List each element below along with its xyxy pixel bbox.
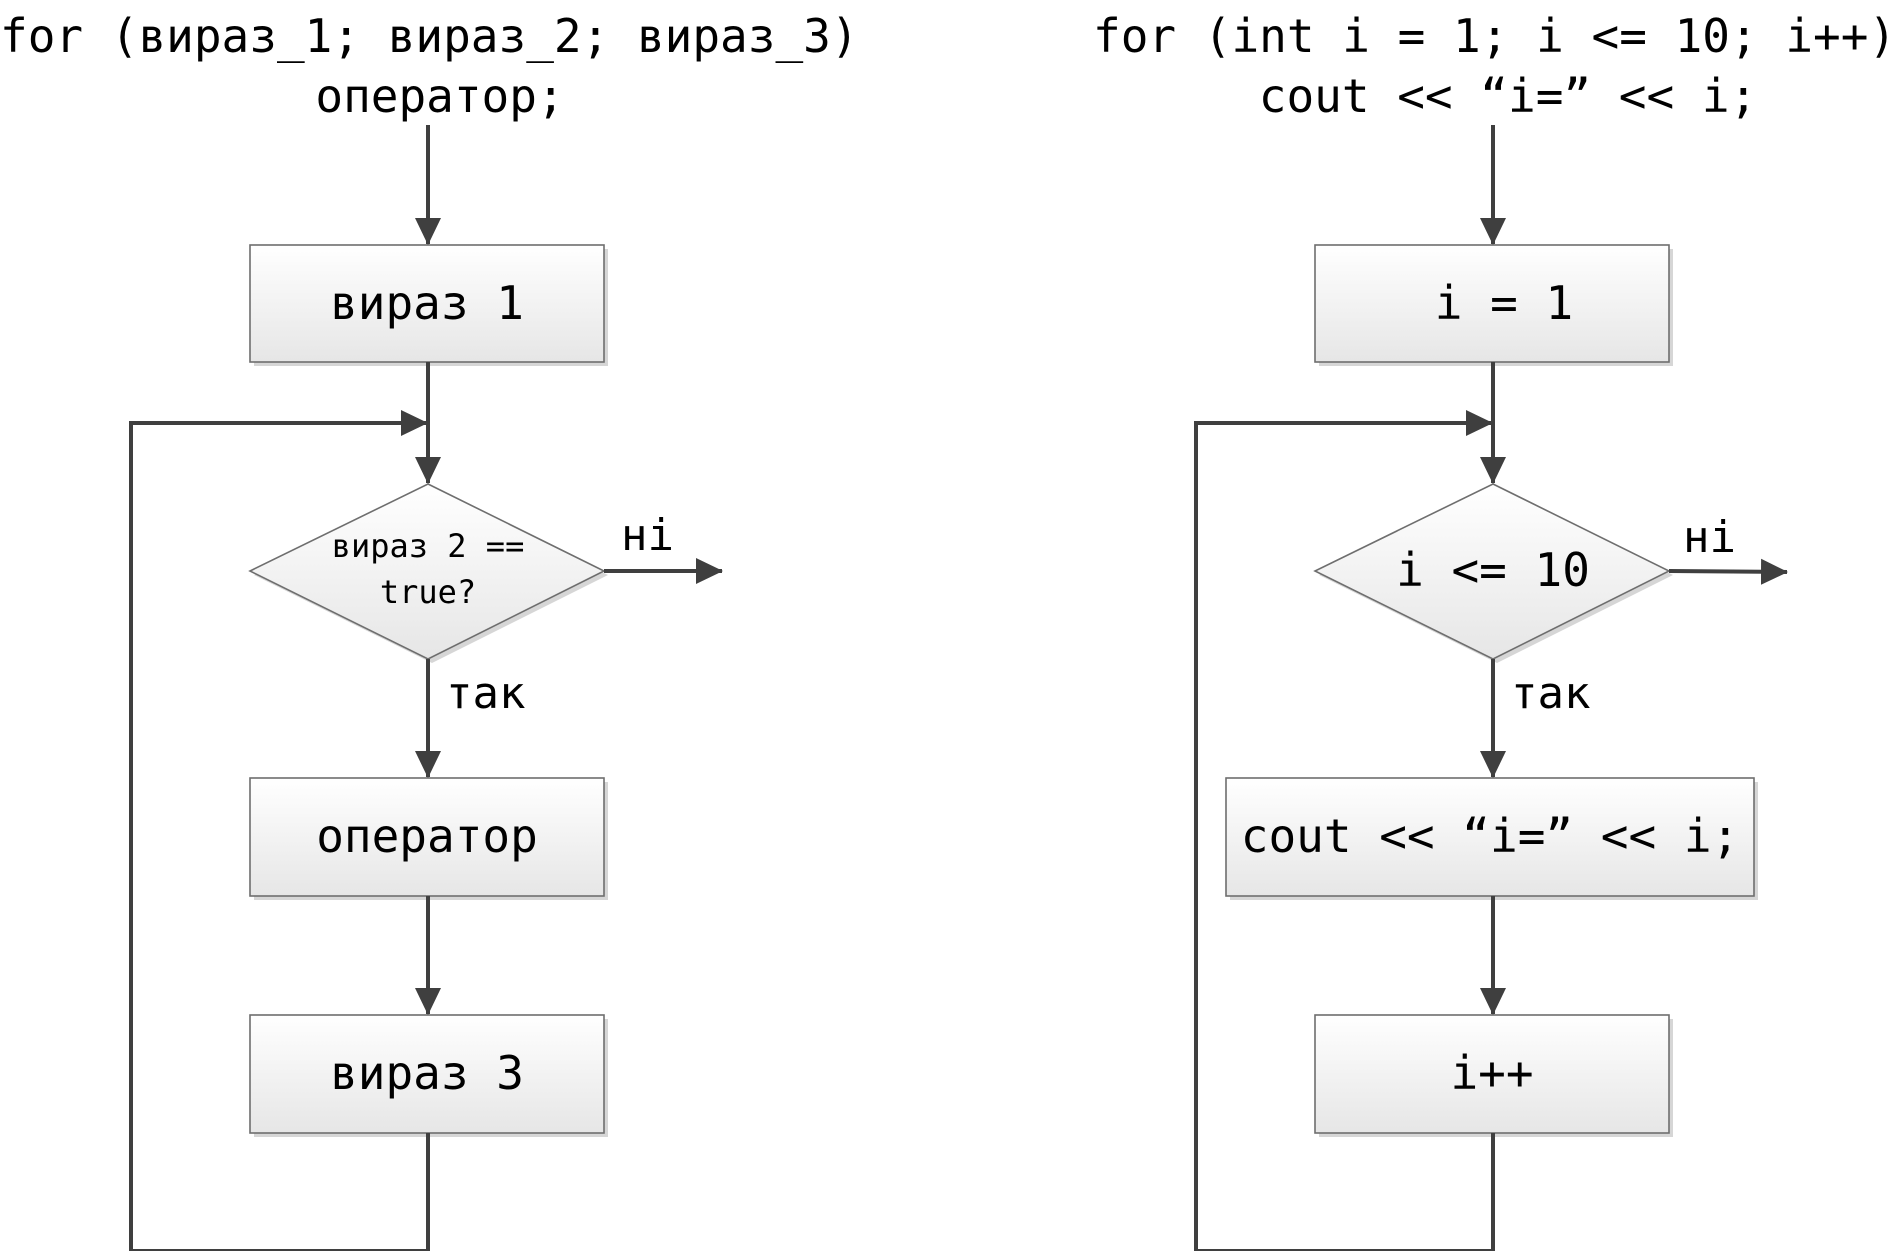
right-yes-label: так bbox=[1511, 668, 1590, 719]
left-update-box: вираз 3 bbox=[249, 1014, 608, 1137]
right-condition-label: i <= 10 bbox=[1396, 543, 1590, 597]
left-init-box: вираз 1 bbox=[249, 244, 608, 366]
right-flowchart: for (int i = 1; i <= 10; i++) cout << “i… bbox=[1093, 9, 1889, 1251]
left-condition-line1: вираз 2 == bbox=[332, 527, 525, 565]
left-update-label: вираз 3 bbox=[330, 1046, 524, 1100]
left-no-label: ні bbox=[621, 510, 674, 561]
left-condition-line2: true? bbox=[380, 573, 476, 611]
left-loop-back-line bbox=[129, 410, 430, 1251]
left-yes-label: так bbox=[446, 668, 525, 719]
left-body-label: оператор bbox=[316, 809, 538, 863]
left-init-label: вираз 1 bbox=[330, 276, 524, 330]
right-loop-back-line bbox=[1194, 410, 1495, 1251]
left-body-box: оператор bbox=[249, 777, 608, 900]
right-arrow-no-exit bbox=[1668, 558, 1788, 585]
right-condition-diamond: i <= 10 bbox=[1313, 483, 1673, 663]
right-body-label: cout << “i=” << i; bbox=[1241, 809, 1740, 863]
right-update-box: i++ bbox=[1314, 1014, 1673, 1137]
left-header-line1: for (вираз_1; вираз_2; вираз_3) bbox=[0, 9, 859, 63]
left-header-line2: оператор; bbox=[315, 69, 564, 123]
right-header-line2: cout << “i=” << i; bbox=[1259, 69, 1758, 123]
right-init-label: i = 1 bbox=[1435, 276, 1573, 330]
right-header-line1: for (int i = 1; i <= 10; i++) bbox=[1093, 9, 1889, 63]
right-no-label: ні bbox=[1683, 512, 1736, 563]
right-init-box: i = 1 bbox=[1314, 244, 1673, 366]
left-flowchart: for (вираз_1; вираз_2; вираз_3) оператор… bbox=[0, 9, 859, 1251]
right-body-box: cout << “i=” << i; bbox=[1225, 777, 1758, 900]
left-condition-diamond: вираз 2 == true? bbox=[248, 483, 608, 663]
right-update-label: i++ bbox=[1450, 1046, 1533, 1100]
